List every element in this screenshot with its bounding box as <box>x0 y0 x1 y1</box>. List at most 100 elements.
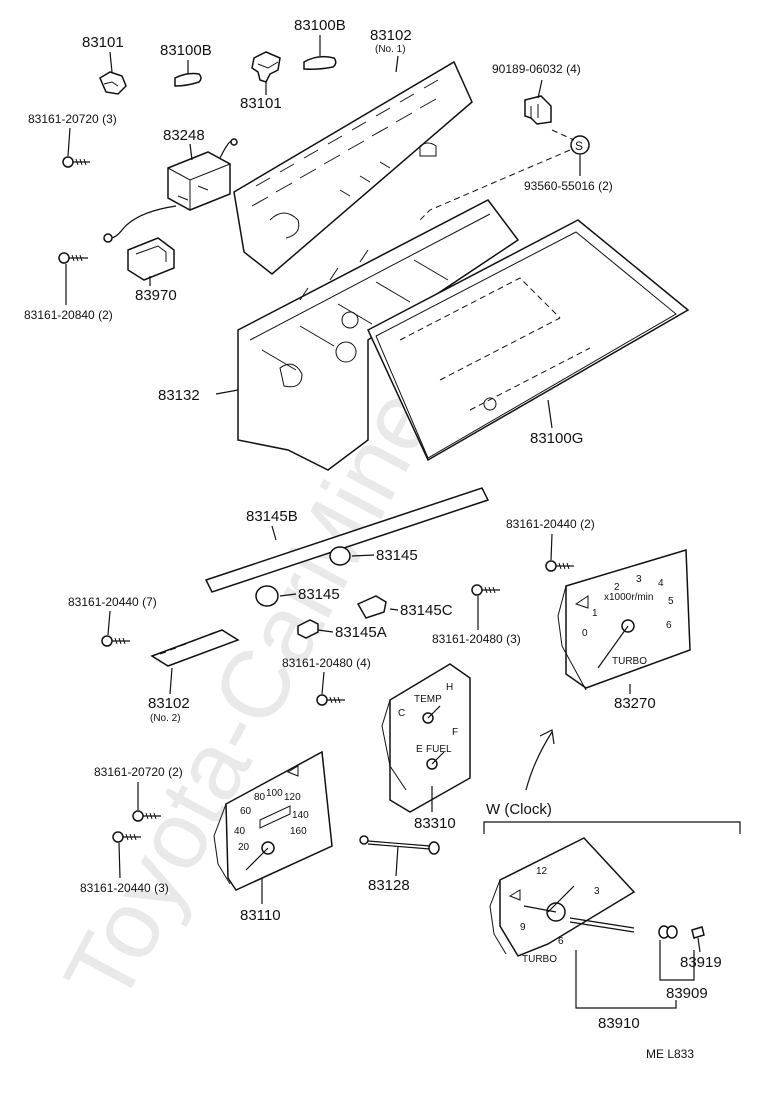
tacho-3: 3 <box>636 574 642 585</box>
connector-83970[interactable] <box>127 237 175 281</box>
callout-83161-20720-3: 83161-20720 (3) <box>28 112 117 126</box>
w-clock-label: W (Clock) <box>486 801 552 818</box>
tacho-1: 1 <box>592 608 598 619</box>
gauge-fuel: FUEL <box>426 744 452 755</box>
tachometer-83270[interactable]: x1000r/min 0 1 2 3 4 5 6 TURBO <box>557 549 691 691</box>
callout-83161-20440-2: 83161-20440 (2) <box>506 517 595 531</box>
callout-83145C: 83145C <box>400 602 453 619</box>
glass-lens-83100G[interactable] <box>367 219 690 462</box>
clock-3: 3 <box>594 886 600 897</box>
callout-83100B-left: 83100B <box>160 42 212 59</box>
callout-83110: 83110 <box>240 907 281 924</box>
screw-83161-20440-right[interactable] <box>545 560 574 572</box>
clock-9: 9 <box>520 922 526 933</box>
gauge-fuel-e: E <box>416 744 423 755</box>
callout-83161-20840-2: 83161-20840 (2) <box>24 308 113 322</box>
tacho-5: 5 <box>668 596 674 607</box>
callout-83161-20480-4: 83161-20480 (4) <box>282 656 371 670</box>
callout-83102-no1: 83102 <box>370 27 412 44</box>
speedo-20: 20 <box>238 842 250 853</box>
callout-83310: 83310 <box>414 815 456 832</box>
callout-83101-right: 83101 <box>240 95 282 112</box>
speedo-60: 60 <box>240 806 252 817</box>
clock-83910[interactable]: 12 3 9 6 TURBO <box>489 837 636 965</box>
screw-83161-20720-lower[interactable] <box>132 810 161 822</box>
speedo-140: 140 <box>292 810 309 821</box>
tacho-2: 2 <box>614 582 620 593</box>
bulb-83100B-left[interactable] <box>174 72 202 87</box>
speedo-40: 40 <box>234 826 246 837</box>
bulb-83919[interactable] <box>691 926 705 939</box>
bulb-83909[interactable] <box>658 925 678 939</box>
callout-83145A: 83145A <box>335 624 387 641</box>
reset-knob-83128[interactable] <box>359 835 440 855</box>
filter-83145A[interactable] <box>297 619 319 639</box>
callout-90189-06032: 90189-06032 (4) <box>492 62 581 76</box>
screw-83161-20840[interactable] <box>58 252 88 264</box>
fuel-temp-gauge-83310[interactable]: TEMP C H FUEL E F <box>381 663 471 813</box>
callout-83970: 83970 <box>135 287 177 304</box>
clock-turbo: TURBO <box>522 954 557 965</box>
socket-83101-right[interactable] <box>251 51 281 83</box>
speedo-80: 80 <box>254 792 266 803</box>
callout-83161-20720-2: 83161-20720 (2) <box>94 765 183 779</box>
screw-83161-20480-mid[interactable] <box>471 584 500 596</box>
diagram-code: ME L833 <box>646 1047 694 1061</box>
callout-83128: 83128 <box>368 877 410 894</box>
callout-93560-55016: 93560-55016 (2) <box>524 179 613 193</box>
clip-90189[interactable] <box>524 95 552 125</box>
callout-83910: 83910 <box>598 1015 640 1032</box>
tacho-turbo: TURBO <box>612 656 647 667</box>
bulb-83100B-right[interactable] <box>303 55 337 70</box>
plate-83145B[interactable] <box>204 487 490 593</box>
gauge-temp-h: H <box>446 682 453 693</box>
speedo-120: 120 <box>284 792 301 803</box>
callout-83132: 83132 <box>158 387 200 404</box>
callout-83248: 83248 <box>163 127 205 144</box>
clock-12: 12 <box>536 866 548 877</box>
filter-83145-lower[interactable] <box>255 585 279 607</box>
callout-83100G: 83100G <box>530 430 583 447</box>
screw-93560-circle-symbol[interactable]: S <box>570 135 590 155</box>
callout-83100B-right: 83100B <box>294 17 346 34</box>
callout-83161-20480-3: 83161-20480 (3) <box>432 632 521 646</box>
callout-83161-20440-7: 83161-20440 (7) <box>68 595 157 609</box>
screw-83161-20480-lower[interactable] <box>316 694 345 706</box>
callout-83102-no1-sub: (No. 1) <box>375 44 406 55</box>
callout-83270: 83270 <box>614 695 656 712</box>
gauge-temp-c: C <box>398 708 405 719</box>
tacho-6: 6 <box>666 620 672 631</box>
callout-83161-20440-3: 83161-20440 (3) <box>80 881 169 895</box>
filter-83145C[interactable] <box>356 595 387 619</box>
callout-83909: 83909 <box>666 985 708 1002</box>
screw-83161-20720-top[interactable] <box>62 156 90 168</box>
meter-case-83132[interactable] <box>237 199 520 471</box>
printed-circuit-83102-no2[interactable] <box>150 629 240 667</box>
speedo-160: 160 <box>290 826 307 837</box>
printed-circuit-83102-no1[interactable] <box>233 60 473 275</box>
tacho-4: 4 <box>658 578 664 589</box>
speedo-100: 100 <box>266 788 283 799</box>
tacho-0: 0 <box>582 628 588 639</box>
callout-83145-lower: 83145 <box>298 586 340 603</box>
screw-83161-20440-lower[interactable] <box>112 831 141 843</box>
clock-variant-arrow <box>525 729 555 791</box>
socket-83101-left[interactable] <box>99 71 127 95</box>
callout-83101-left: 83101 <box>82 34 124 51</box>
w-clock-bracket <box>483 821 741 834</box>
callout-83102-no2-sub: (No. 2) <box>150 713 181 724</box>
callout-83102-no2: 83102 <box>148 695 190 712</box>
speedometer-83110[interactable]: 20 40 60 80 100 120 140 160 <box>213 750 333 891</box>
relay-83248[interactable] <box>103 138 238 243</box>
filter-83145-upper[interactable] <box>329 546 351 566</box>
callout-83919: 83919 <box>680 954 722 971</box>
screw-83161-20440-left[interactable] <box>101 635 130 647</box>
gauge-temp: TEMP <box>414 694 442 705</box>
callout-83145-upper: 83145 <box>376 547 418 564</box>
clock-6: 6 <box>558 936 564 947</box>
s-circle-label: S <box>575 139 583 153</box>
callout-83145B: 83145B <box>246 508 298 525</box>
tacho-x1000: x1000r/min <box>604 592 653 603</box>
